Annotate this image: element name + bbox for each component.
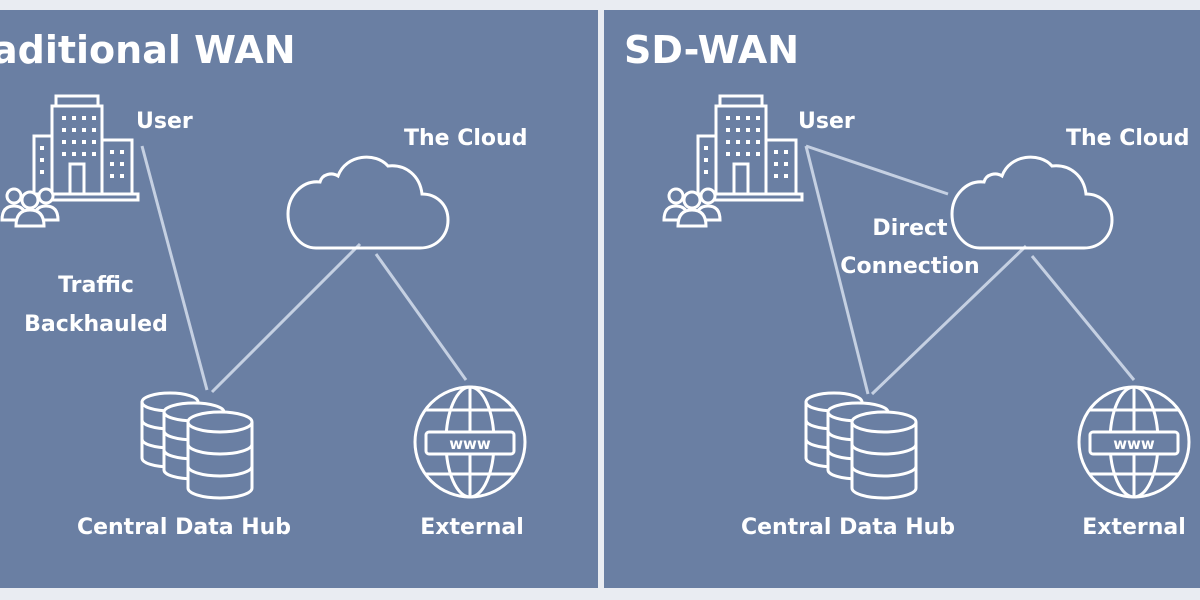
office-building-icon [0, 92, 140, 222]
users-group-icon [662, 180, 728, 232]
globe-text: www [1113, 435, 1155, 453]
hub-to-cloud-line [210, 242, 362, 394]
user-to-cloud-line [805, 144, 949, 196]
database-icon [800, 388, 924, 504]
database-icon [136, 388, 260, 504]
user-to-hub-line [804, 145, 870, 395]
external-label: External [1082, 515, 1186, 540]
cloud-to-external-line [1030, 255, 1136, 381]
sd-wan-panel: SD-WAN [604, 10, 1200, 588]
side-label-line2: Backhauled [24, 312, 168, 337]
cloud-icon [286, 158, 450, 252]
connection-lines [140, 145, 468, 394]
cloud-label: The Cloud [1066, 126, 1190, 151]
cloud-label: The Cloud [404, 126, 528, 151]
globe-www-icon: www [1076, 384, 1194, 502]
hub-label: Central Data Hub [76, 515, 292, 540]
globe-www-icon: www [412, 384, 530, 502]
user-label: User [136, 109, 193, 134]
hub-to-cloud-line [870, 244, 1028, 396]
user-to-hub-line [140, 145, 209, 391]
side-label-line2: Connection [840, 254, 980, 279]
panel-title: aditional WAN [0, 28, 296, 72]
traditional-wan-panel: aditional WAN [0, 10, 598, 588]
office-building-icon [664, 92, 804, 222]
users-group-icon [0, 180, 66, 232]
cloud-icon [950, 158, 1114, 252]
globe-text: www [449, 435, 491, 453]
connection-lines [804, 144, 1136, 396]
user-label: User [798, 109, 855, 134]
cloud-to-external-line [374, 253, 468, 381]
external-label: External [420, 515, 524, 540]
side-label-line1: Direct [872, 216, 948, 241]
panel-title: SD-WAN [624, 28, 800, 72]
side-label-line1: Traffic [58, 273, 134, 298]
hub-label: Central Data Hub [740, 515, 956, 540]
